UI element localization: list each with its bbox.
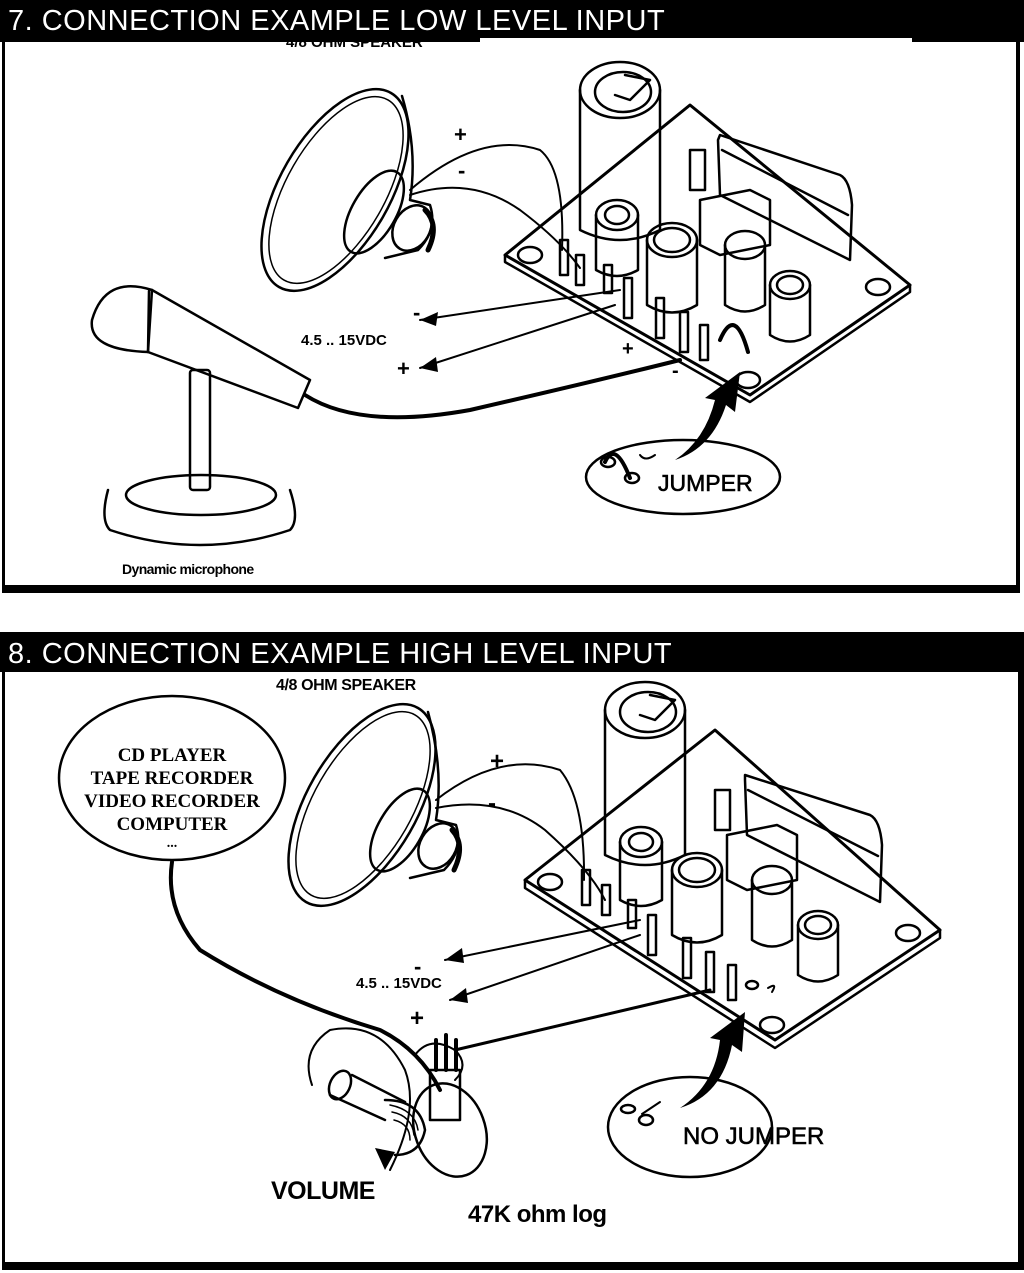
source-item: CD PLAYER [117,745,227,766]
audio-source-callout [57,694,287,862]
speaker-wire-minus [435,803,606,901]
input-minus-label: - [672,360,679,382]
jumper-arrow [675,372,740,460]
speaker-minus-label: - [458,158,466,183]
header-tab [912,38,1024,42]
potentiometer-value-label: 47K ohm log [468,1201,607,1228]
panel-high-level-input: 8. CONNECTION EXAMPLE HIGH LEVEL INPUT 4… [0,630,1024,1273]
speaker-icon [260,87,436,293]
diagram-drawing [90,60,912,547]
supply-voltage-label: 4.5 .. 15VDC [356,975,442,992]
supply-minus-label: - [414,954,422,979]
no-jumper-arrow [680,1012,745,1108]
supply-arrow-minus [419,289,621,321]
source-item: TAPE RECORDER [90,768,254,789]
volume-rotation-arc [307,1027,411,1171]
panel-header: 7. CONNECTION EXAMPLE LOW LEVEL INPUT [0,0,1024,42]
supply-plus-label: + [410,1005,425,1032]
speaker-label: 4/8 OHM SPEAKER [286,34,423,51]
source-item: VIDEO RECORDER [84,791,260,812]
source-cable [168,860,442,1092]
source-item: ... [166,836,178,851]
speaker-plus-label: + [490,748,505,775]
input-plus-label: + [622,338,634,360]
supply-arrow-minus [444,919,641,961]
supply-voltage-label: 4.5 .. 15VDC [301,332,387,349]
no-jumper-callout [606,1075,774,1179]
panel-low-level-input: 7. CONNECTION EXAMPLE LOW LEVEL INPUT 4/… [0,0,1024,600]
panel-title: 8. CONNECTION EXAMPLE HIGH LEVEL INPUT [8,638,673,670]
no-jumper-label: NO JUMPER [683,1123,825,1151]
speaker-wire-minus [409,186,581,269]
jumper-label: JUMPER [658,470,753,497]
mic-cable [303,358,682,420]
source-item: COMPUTER [116,814,228,835]
microphone-icon [90,285,312,547]
volume-label: VOLUME [271,1177,375,1205]
panel-header: 8. CONNECTION EXAMPLE HIGH LEVEL INPUT [0,632,1024,672]
pot-to-board-cable [453,988,712,1052]
header-notch [480,38,920,42]
jumper-callout [584,438,782,516]
supply-plus-label: + [397,356,410,381]
panel-frame [2,668,1024,1270]
panel-title: 7. CONNECTION EXAMPLE LOW LEVEL INPUT [8,5,666,37]
supply-arrow-plus [449,934,641,1001]
amplifier-board-icon [503,60,912,404]
supply-arrow-plus [419,304,616,369]
speaker-minus-label: - [488,790,496,817]
panel-frame [2,38,1020,593]
microphone-label: Dynamic microphone [122,561,254,577]
audio-source-list: CD PLAYER TAPE RECORDER VIDEO RECORDER C… [72,744,272,852]
diagram-drawing [57,680,942,1179]
supply-minus-label: - [413,300,421,325]
amplifier-board-icon [523,680,942,1050]
speaker-icon [287,702,462,908]
speaker-label: 4/8 OHM SPEAKER [276,677,416,694]
potentiometer-icon [327,1033,489,1178]
speaker-plus-label: + [454,122,467,147]
speaker-wire-plus [409,144,564,251]
